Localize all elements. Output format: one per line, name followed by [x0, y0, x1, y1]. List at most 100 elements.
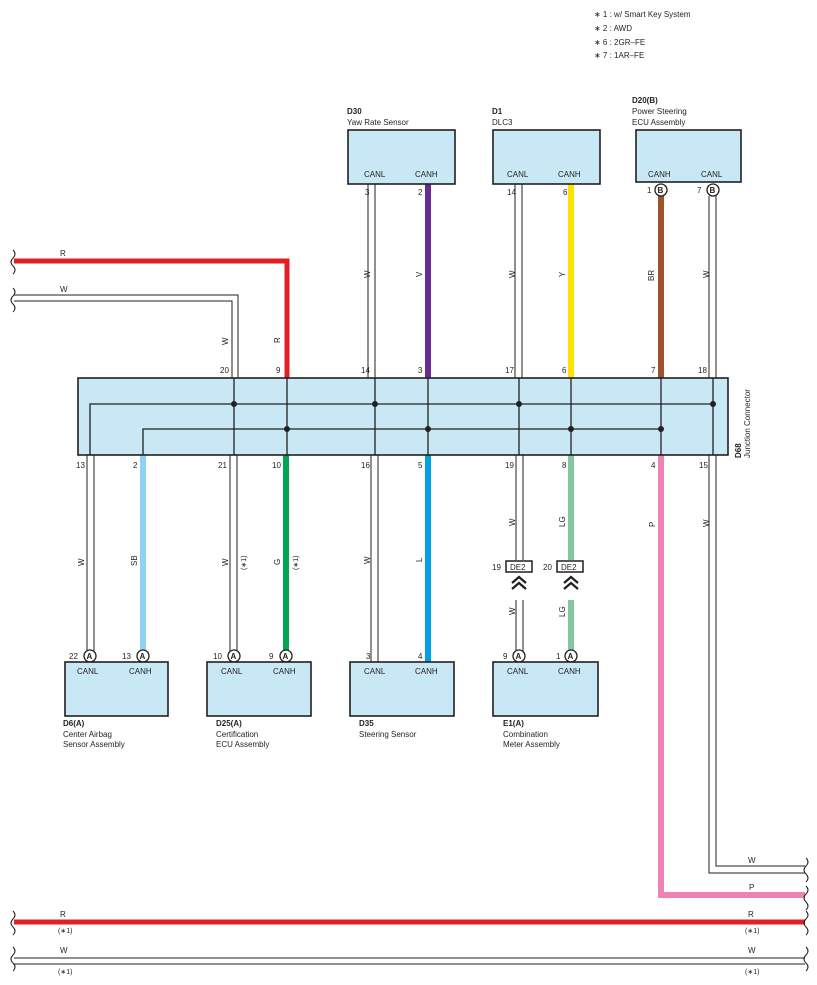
- svg-text:7: 7: [651, 366, 656, 375]
- svg-text:2: 2: [418, 188, 423, 197]
- svg-text:19: 19: [505, 461, 514, 470]
- svg-text:P: P: [648, 522, 657, 527]
- svg-text:DE2: DE2: [561, 563, 577, 572]
- svg-text:D6(A): D6(A): [63, 719, 85, 728]
- svg-text:ECU Assembly: ECU Assembly: [216, 740, 269, 749]
- svg-text:SB: SB: [130, 555, 139, 566]
- svg-text:W: W: [702, 519, 711, 527]
- svg-text:2: 2: [133, 461, 138, 470]
- svg-text:Sensor Assembly: Sensor Assembly: [63, 740, 125, 749]
- svg-text:CANL: CANL: [221, 667, 243, 676]
- svg-text:7: 7: [697, 186, 702, 195]
- svg-text:Power Steering: Power Steering: [632, 107, 687, 116]
- wire-break-symbols: [10, 249, 809, 972]
- svg-text:W: W: [748, 946, 756, 955]
- svg-text:BR: BR: [647, 270, 656, 281]
- svg-text:10: 10: [272, 461, 281, 470]
- note-references: (∗1) (∗1) (∗1) (∗1) (∗1) (∗1): [58, 556, 759, 976]
- svg-text:A: A: [231, 652, 237, 661]
- component-e1-combination-meter: 9 A 1 A CANL CANH E1(A) Combination Mete…: [492, 649, 599, 749]
- svg-text:R: R: [273, 337, 282, 343]
- svg-text:CANH: CANH: [273, 667, 296, 676]
- svg-text:20: 20: [543, 563, 552, 572]
- svg-text:G: G: [273, 559, 282, 565]
- svg-text:R: R: [748, 910, 754, 919]
- component-d25-certification-ecu: 10 A 9 A CANL CANH D25(A) Certification …: [206, 649, 312, 749]
- svg-text:W: W: [508, 270, 517, 278]
- svg-text:10: 10: [213, 652, 222, 661]
- wire-color-labels: R W W P R R W W W R W V W Y BR W W SB W …: [60, 249, 756, 955]
- svg-text:CANL: CANL: [364, 667, 386, 676]
- wire-r-top: [14, 258, 290, 378]
- svg-text:A: A: [283, 652, 289, 661]
- svg-text:CANL: CANL: [77, 667, 99, 676]
- svg-text:L: L: [415, 557, 424, 562]
- component-d6-center-airbag-sensor: 22 A 13 A CANL CANH D6(A) Center Airbag …: [63, 649, 169, 749]
- svg-text:Yaw Rate Sensor: Yaw Rate Sensor: [347, 118, 409, 127]
- svg-text:W: W: [702, 270, 711, 278]
- svg-text:14: 14: [361, 366, 370, 375]
- svg-text:(∗1): (∗1): [745, 928, 759, 935]
- svg-text:13: 13: [122, 652, 131, 661]
- junction-bottom-pins: 13 2 21 10 16 5 19 8 4 15: [76, 461, 708, 470]
- svg-text:18: 18: [698, 366, 707, 375]
- svg-text:CANH: CANH: [558, 667, 581, 676]
- svg-text:1: 1: [647, 186, 652, 195]
- svg-text:Center Airbag: Center Airbag: [63, 730, 112, 739]
- svg-text:CANH: CANH: [648, 170, 671, 179]
- svg-text:B: B: [658, 186, 664, 195]
- svg-text:A: A: [87, 652, 93, 661]
- svg-text:ECU Assembly: ECU Assembly: [632, 118, 685, 127]
- junction-internal-links: [233, 378, 714, 455]
- svg-text:W: W: [508, 518, 517, 526]
- svg-text:CANH: CANH: [129, 667, 152, 676]
- svg-text:LG: LG: [558, 516, 567, 527]
- svg-text:W: W: [363, 556, 372, 564]
- svg-text:6: 6: [563, 188, 568, 197]
- svg-text:(∗1): (∗1): [58, 928, 72, 935]
- svg-text:LG: LG: [558, 606, 567, 617]
- svg-text:Certification: Certification: [216, 730, 258, 739]
- svg-text:22: 22: [69, 652, 78, 661]
- svg-text:17: 17: [505, 366, 514, 375]
- wire-w-right-b: [715, 455, 805, 867]
- svg-text:D30: D30: [347, 107, 362, 116]
- svg-text:(∗1): (∗1): [745, 969, 759, 976]
- svg-text:CANH: CANH: [415, 170, 438, 179]
- component-d1-dlc3: D1 DLC3 CANL CANH 14 6: [492, 107, 601, 197]
- junction-bus-canh: [142, 428, 661, 455]
- note-1: ∗ 1 : w/ Smart Key System: [594, 10, 691, 19]
- svg-text:Combination: Combination: [503, 730, 548, 739]
- svg-text:DE2: DE2: [510, 563, 526, 572]
- junction-bus-canl: [89, 403, 713, 455]
- svg-text:3: 3: [418, 366, 423, 375]
- svg-text:W: W: [221, 337, 230, 345]
- svg-text:B: B: [710, 186, 716, 195]
- wire-w-top-b: [14, 300, 233, 378]
- svg-text:CANL: CANL: [364, 170, 386, 179]
- svg-text:D25(A): D25(A): [216, 719, 242, 728]
- svg-text:4: 4: [418, 652, 423, 661]
- junction-code: D68: [734, 443, 743, 458]
- inline-connector-de2-20: 20 DE2: [543, 560, 584, 590]
- svg-text:CANL: CANL: [701, 170, 723, 179]
- svg-text:A: A: [516, 652, 522, 661]
- notes-legend: ∗ 1 : w/ Smart Key System ∗ 2 : AWD ∗ 6 …: [594, 10, 691, 60]
- svg-text:Steering Sensor: Steering Sensor: [359, 730, 417, 739]
- component-d35-steering-sensor: 3 4 CANL CANH D35 Steering Sensor: [349, 652, 455, 739]
- wire-w-right-a: [708, 455, 805, 874]
- svg-text:21: 21: [218, 461, 227, 470]
- svg-text:9: 9: [276, 366, 281, 375]
- svg-text:CANH: CANH: [558, 170, 581, 179]
- svg-text:D35: D35: [359, 719, 374, 728]
- svg-text:14: 14: [507, 188, 516, 197]
- svg-text:CANL: CANL: [507, 667, 529, 676]
- component-d30-yaw-rate-sensor: D30 Yaw Rate Sensor CANL CANH 3 2: [347, 107, 456, 197]
- svg-text:(∗1): (∗1): [241, 556, 248, 570]
- svg-text:R: R: [60, 910, 66, 919]
- svg-text:W: W: [748, 856, 756, 865]
- svg-text:8: 8: [562, 461, 567, 470]
- note-6: ∗ 6 : 2GR–FE: [594, 38, 645, 47]
- svg-text:(∗1): (∗1): [58, 969, 72, 976]
